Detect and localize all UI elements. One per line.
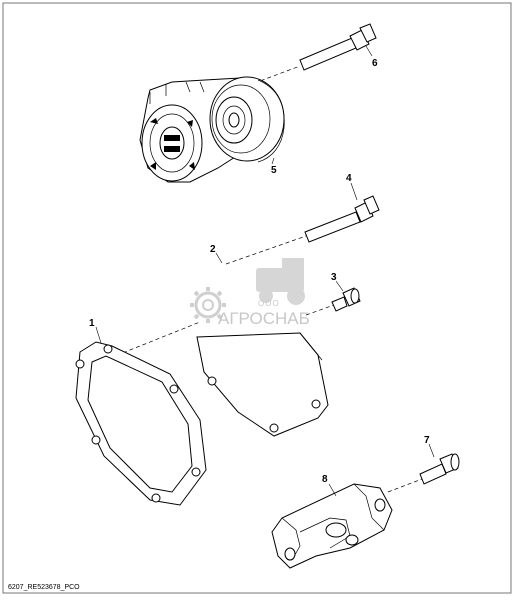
part-3-bolt — [305, 287, 361, 316]
part-4-bolt — [225, 195, 380, 265]
part-5-tensioner — [139, 76, 285, 183]
part-7-centerline — [387, 478, 423, 493]
drawing-code: 6207_RE523678_PCO — [8, 584, 80, 591]
part-7-bolt — [387, 453, 460, 493]
leader-lines — [95, 45, 435, 497]
callout-2: 2 — [210, 244, 216, 255]
part-4-centerline — [225, 235, 307, 265]
watermark-logo: ООО АГРОСНАБ — [190, 258, 310, 328]
part-8-bracket — [271, 483, 393, 569]
watermark-company-name: АГРОСНАБ — [218, 309, 310, 328]
part-6-bolt — [227, 23, 377, 94]
part-2-plate — [196, 332, 329, 437]
callout-4: 4 — [346, 173, 352, 184]
callout-1: 1 — [89, 318, 95, 329]
part-1-gasket — [75, 321, 207, 506]
callout-8: 8 — [322, 474, 328, 485]
callout-5: 5 — [271, 165, 277, 176]
callout-7: 7 — [424, 435, 430, 446]
part-6-centerline — [227, 65, 301, 94]
callout-6: 6 — [372, 58, 378, 69]
watermark-company-prefix: ООО — [258, 299, 280, 308]
drawing-border — [2, 2, 512, 594]
callout-3: 3 — [331, 272, 337, 283]
part-3-centerline — [305, 304, 335, 316]
